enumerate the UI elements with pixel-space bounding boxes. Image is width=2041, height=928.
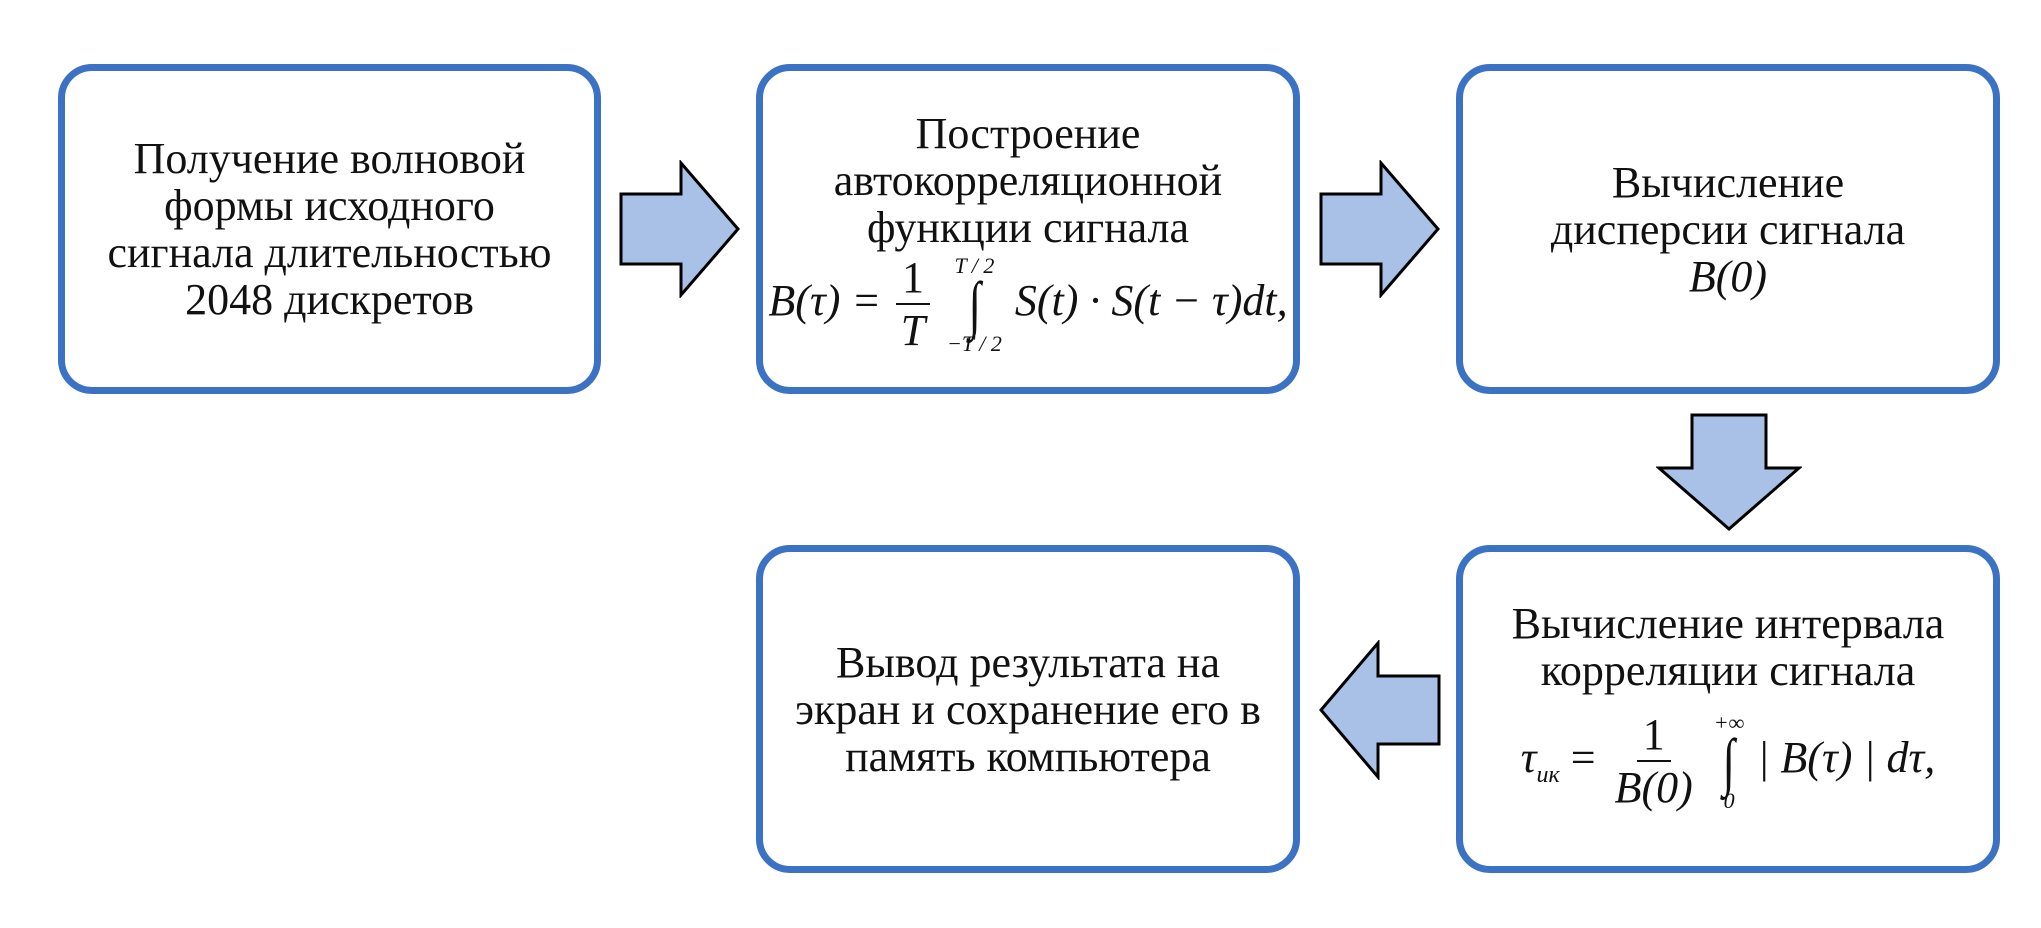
step-text: Получение волновой формы исходного сигна… (107, 134, 552, 324)
integral-sign: +∞ ∫ 0 (1713, 710, 1745, 813)
step-text: Вычисление дисперсии сигнала (1550, 157, 1906, 254)
formula-equals: = (1570, 733, 1596, 783)
integral-lower-limit: 0 (1723, 788, 1735, 813)
step-box-variance: Вычисление дисперсии сигнала B(0) (1456, 64, 2000, 394)
formula-integrand: S(t) · S(t − τ)dt, (1014, 275, 1288, 325)
fraction-denominator: T (900, 305, 926, 355)
formula-integrand: | B(τ) | dτ, (1757, 733, 1936, 783)
integral-sign: T / 2 ∫ −T / 2 (947, 252, 1002, 356)
formula-fraction: 1 B(0) (1611, 710, 1697, 814)
integral-upper-limit: +∞ (1713, 710, 1745, 735)
fraction-numerator: 1 (1636, 710, 1671, 762)
autocorrelation-formula: B(τ) = 1 T T / 2 ∫ −T / 2 S(t) · S(t − τ… (768, 253, 1287, 357)
variance-formula: B(0) (1688, 251, 1768, 301)
fraction-denominator: B(0) (1614, 763, 1693, 812)
step-box-autocorrelation: Построение автокорреляционной функции си… (756, 64, 1300, 394)
formula-fraction: 1 T (896, 253, 931, 357)
right-arrow-icon (619, 160, 740, 298)
left-arrow-icon (1319, 640, 1441, 780)
formula-subscript: ик (1536, 762, 1560, 789)
step-text: Вывод результата на экран и сохранение е… (795, 637, 1261, 781)
step-box-get-waveform: Получение волновой формы исходного сигна… (58, 64, 601, 394)
step-box-correlation-interval: Вычисление интервала корреляции сигнала … (1456, 545, 2000, 873)
integral-lower-limit: −T / 2 (947, 330, 1002, 356)
formula-tau: τ (1520, 733, 1537, 783)
fraction-numerator: 1 (896, 253, 931, 305)
step-box-output: Вывод результата на экран и сохранение е… (756, 545, 1300, 873)
integral-upper-limit: T / 2 (954, 252, 995, 278)
right-arrow-icon (1319, 160, 1440, 298)
step-text: Вычисление интервала корреляции сигнала (1511, 599, 1945, 695)
step-text: Построение автокорреляционной функции си… (833, 108, 1223, 252)
down-arrow-icon (1656, 413, 1802, 531)
correlation-interval-formula: τик = 1 B(0) +∞ ∫ 0 | B(τ) | dτ, (1521, 710, 1935, 814)
formula-lhs: B(τ) = (768, 275, 882, 325)
